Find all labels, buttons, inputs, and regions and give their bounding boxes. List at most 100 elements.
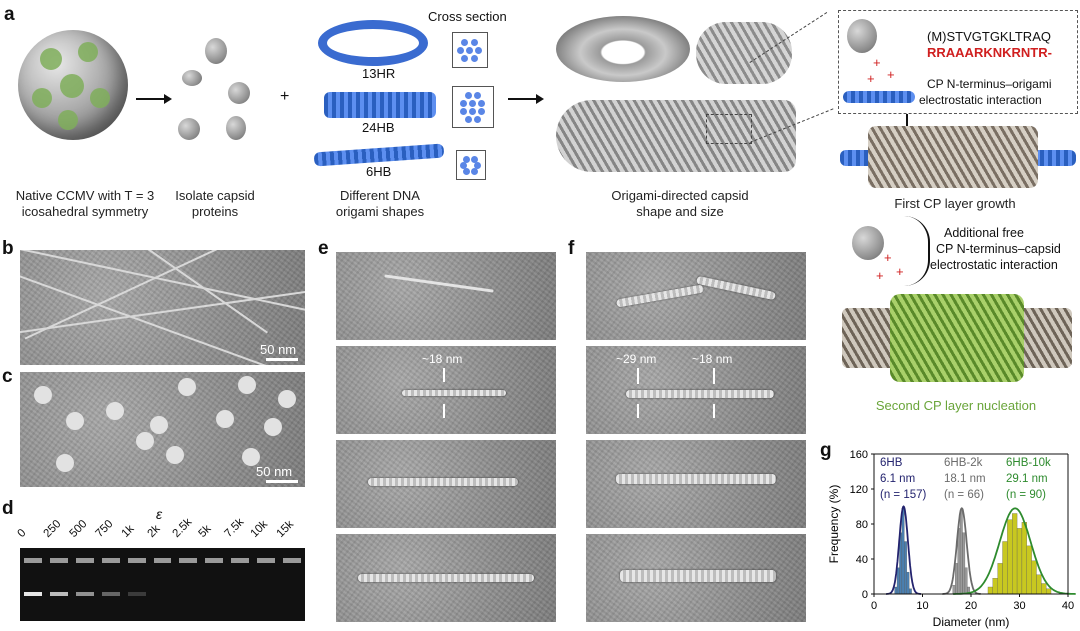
first-layer-capsid xyxy=(868,126,1038,188)
gel-well xyxy=(283,558,301,563)
histogram-bar xyxy=(1031,560,1037,595)
lane-label: 15k xyxy=(274,518,297,540)
caption-isolate-line1: Isolate capsid xyxy=(175,188,255,203)
protein-blob xyxy=(228,82,250,104)
panel-e-letter: e xyxy=(318,238,329,259)
histogram-bar xyxy=(901,508,905,595)
histogram-bar xyxy=(904,541,907,595)
micrograph-f4 xyxy=(586,534,806,622)
interaction-1-line1: CP N-terminus–origami xyxy=(927,77,1052,91)
gel-band xyxy=(101,592,120,596)
protein-blob xyxy=(182,70,202,86)
legend-series-name: 6HB-2k xyxy=(944,457,983,469)
x-tick-label: 10 xyxy=(916,600,928,612)
interaction-2-line1: Additional free xyxy=(944,226,1024,240)
capsid-long-cone xyxy=(556,100,796,172)
scalebar-c xyxy=(266,480,298,483)
y-tick-label: 0 xyxy=(862,589,868,601)
micrograph-e3 xyxy=(336,440,556,528)
histogram-bar xyxy=(962,532,966,595)
histogram-bar xyxy=(1026,545,1032,595)
panel-d-letter: d xyxy=(2,498,14,519)
charge-plus: + xyxy=(873,55,881,70)
x-tick-label: 0 xyxy=(871,600,877,612)
curved-arrow xyxy=(904,216,930,286)
capsid-torus xyxy=(556,16,690,82)
first-layer-label: First CP layer growth xyxy=(894,196,1016,211)
lane-label: 500 xyxy=(67,517,90,540)
micrograph-f1 xyxy=(586,252,806,340)
cross-section-label: Cross section xyxy=(428,9,507,24)
cross-section-24hb xyxy=(452,86,494,128)
protein-blob xyxy=(852,226,884,260)
y-axis-label: Frequency (%) xyxy=(827,485,841,564)
legend-series-name: 6HB xyxy=(880,457,903,469)
lane-label: 5k xyxy=(196,522,214,540)
legend-mean: 18.1 nm xyxy=(944,473,986,485)
lane-label: 2.5k xyxy=(170,516,195,540)
gel-well xyxy=(231,558,250,563)
y-tick-label: 40 xyxy=(856,554,868,566)
y-tick-label: 80 xyxy=(856,519,868,531)
histogram-bar xyxy=(1016,528,1023,595)
ccmv-virus-image xyxy=(18,30,128,140)
lane-label: 2k xyxy=(145,522,163,540)
panel-f-letter: f xyxy=(568,238,575,259)
arrow-2-head xyxy=(536,94,544,104)
charge-plus: + xyxy=(896,264,904,279)
histogram-bar xyxy=(987,586,993,595)
arrow-1 xyxy=(136,98,166,100)
gel-well xyxy=(49,558,68,563)
histogram-bar xyxy=(959,509,963,595)
histogram-bar xyxy=(909,588,912,595)
charge-plus: + xyxy=(884,250,892,265)
panel-c-letter: c xyxy=(2,366,13,387)
gel-well xyxy=(75,558,94,563)
histogram-bar xyxy=(1012,513,1018,595)
histogram-bar xyxy=(964,567,968,595)
histogram-bar xyxy=(1041,583,1047,595)
micrograph-e4 xyxy=(336,534,556,622)
second-layer-capsid xyxy=(890,294,1024,382)
micrograph-b: 50 nm xyxy=(20,250,305,365)
gel-well xyxy=(101,558,120,563)
gel-well xyxy=(24,558,42,563)
legend-n: (n = 157) xyxy=(880,489,927,501)
lane-label: 750 xyxy=(93,517,116,540)
histogram-bar xyxy=(952,585,956,595)
fit-curve xyxy=(886,505,921,595)
micrograph-f2: ~29 nm ~18 nm xyxy=(586,346,806,434)
caption-different-line1: Different DNA xyxy=(340,188,420,203)
x-tick-label: 30 xyxy=(1013,600,1025,612)
legend-n: (n = 66) xyxy=(944,489,984,501)
caption-native-line2: icosahedral symmetry xyxy=(21,204,149,219)
micrograph-c: 50 nm xyxy=(20,372,305,487)
protein-blob xyxy=(178,118,200,140)
ring-13hr-shape xyxy=(318,20,428,66)
histogram-bar xyxy=(906,571,910,595)
panel-g-letter: g xyxy=(820,440,832,461)
gel-well xyxy=(179,558,198,563)
gel-well xyxy=(257,558,276,563)
charge-plus: + xyxy=(867,71,875,86)
gel-well xyxy=(205,558,224,563)
shape-label-6hb: 6HB xyxy=(366,164,392,179)
gel-well xyxy=(153,558,172,563)
y-tick-label: 120 xyxy=(850,484,868,496)
arrow-2 xyxy=(508,98,538,100)
capsid-short-tube xyxy=(696,22,792,84)
caption-native-line1: Native CCMV with T = 3 xyxy=(15,188,155,203)
gel-band xyxy=(127,592,146,596)
lane-label: 250 xyxy=(41,517,64,540)
protein-blob xyxy=(847,19,877,53)
lane-label: 7.5k xyxy=(222,516,247,540)
panel-b-letter: b xyxy=(2,238,14,259)
interaction-1-line2: electrostatic interaction xyxy=(919,93,1042,107)
interaction-2-line2: CP N-terminus–capsid xyxy=(936,242,1061,256)
interaction-box: (M)STVGTGKLTRAQ RRAAARKNKRNTR- + + + CP … xyxy=(838,10,1078,114)
histogram-bar xyxy=(896,567,900,595)
arrow-1-head xyxy=(164,94,172,104)
x-tick-label: 20 xyxy=(965,600,977,612)
sequence-line-1: (M)STVGTGKLTRAQ xyxy=(927,29,1051,44)
